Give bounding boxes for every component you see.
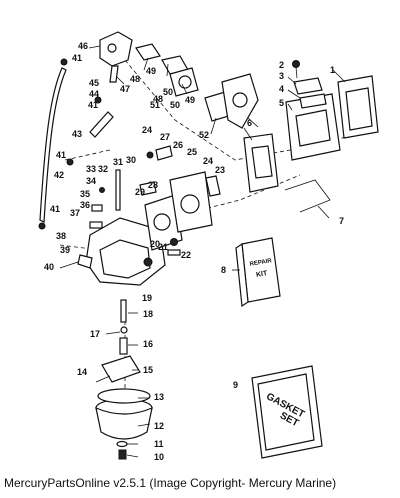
reed-petal-3-4 — [293, 77, 327, 109]
callout-8: 8 — [221, 265, 226, 275]
callout-18: 18 — [143, 309, 153, 319]
callout-41c: 41 — [56, 150, 66, 160]
callout-48b: 48 — [153, 94, 163, 104]
linkage-23 — [205, 175, 221, 197]
callout-17: 17 — [90, 329, 100, 339]
callout-52: 52 — [199, 130, 209, 140]
callout-38: 38 — [56, 231, 66, 241]
callout-6: 6 — [247, 118, 252, 128]
callout-9: 9 — [233, 380, 238, 390]
callout-12: 12 — [154, 421, 164, 431]
throttle-body-29 — [144, 194, 183, 251]
callout-11: 11 — [154, 439, 164, 449]
callout-49b: 49 — [185, 95, 195, 105]
callout-47: 47 — [120, 84, 130, 94]
throttle-screws-20-22 — [167, 238, 181, 256]
callout-29: 29 — [135, 187, 145, 197]
choke-39-40 — [77, 254, 93, 269]
carburetor-body — [85, 217, 166, 286]
gasket-6 — [243, 133, 279, 193]
callout-34: 34 — [86, 176, 96, 186]
callout-24b: 24 — [203, 156, 213, 166]
drain-screw-19 — [143, 257, 153, 267]
callout-13: 13 — [154, 392, 164, 402]
callout-50a: 50 — [163, 87, 173, 97]
main-jet-16-18 — [119, 299, 128, 355]
callout-4: 4 — [279, 84, 284, 94]
callout-28: 28 — [148, 180, 158, 190]
fuel-hose — [39, 67, 67, 223]
reed-plate-1 — [337, 75, 379, 139]
callout-16: 16 — [143, 339, 153, 349]
bracket-26-27 — [146, 145, 173, 161]
callout-7: 7 — [339, 216, 344, 226]
mixture-screws-32-37 — [89, 187, 105, 229]
callout-41a: 41 — [72, 53, 82, 63]
fuel-pump-cover — [99, 31, 133, 83]
callout-50b: 50 — [170, 100, 180, 110]
short-hose — [89, 111, 114, 138]
fuel-pump-gasket-48 — [135, 43, 161, 61]
callout-37: 37 — [70, 208, 80, 218]
callout-20: 20 — [150, 239, 160, 249]
callout-42: 42 — [54, 170, 64, 180]
callout-3: 3 — [279, 71, 284, 81]
callout-22: 22 — [181, 250, 191, 260]
callout-26: 26 — [173, 140, 183, 150]
callout-21: 21 — [158, 242, 168, 252]
needle-valve-30-31 — [115, 169, 121, 211]
adapter-plate-25 — [169, 171, 213, 233]
callout-44: 44 — [89, 89, 99, 99]
screw-2 — [292, 60, 300, 79]
callout-23: 23 — [215, 165, 225, 175]
callout-46: 46 — [78, 41, 88, 51]
callout-2: 2 — [279, 60, 284, 70]
fuel-bowl-12 — [95, 398, 153, 440]
float-pin-14 — [95, 375, 111, 383]
hose-clips — [38, 58, 102, 230]
callout-35: 35 — [80, 189, 90, 199]
callout-27: 27 — [160, 132, 170, 142]
callout-24a: 24 — [142, 125, 152, 135]
callout-40: 40 — [44, 262, 54, 272]
bowl-screw-10-11 — [116, 440, 128, 460]
repair-kit-box: REPAIR KIT — [235, 237, 281, 308]
callout-15: 15 — [143, 365, 153, 375]
callout-30: 30 — [126, 155, 136, 165]
callout-32: 32 — [98, 164, 108, 174]
callout-41b: 41 — [88, 100, 98, 110]
callout-48a: 48 — [130, 74, 140, 84]
callout-31: 31 — [113, 157, 123, 167]
fuel-bowl-float-15 — [101, 355, 141, 383]
reed-block-5 — [285, 93, 341, 161]
callout-19: 19 — [142, 293, 152, 303]
bowl-gasket-13 — [97, 388, 151, 404]
repair-kit-label-1: REPAIR — [249, 258, 273, 268]
lever-28 — [139, 181, 157, 196]
callout-36: 36 — [80, 200, 90, 210]
callout-39: 39 — [60, 245, 70, 255]
callout-10: 10 — [154, 452, 164, 462]
repair-kit-label-2: KIT — [256, 270, 269, 279]
callout-43: 43 — [72, 129, 82, 139]
callout-numbers: 1 2 3 4 5 6 7 8 9 10 11 12 13 14 15 16 1… — [44, 41, 344, 462]
callout-14: 14 — [77, 367, 87, 377]
callout-41d: 41 — [50, 204, 60, 214]
callout-51: 51 — [150, 100, 160, 110]
callout-45: 45 — [89, 78, 99, 88]
link-rod-7 — [284, 179, 331, 213]
callout-33: 33 — [86, 164, 96, 174]
callout-1: 1 — [330, 65, 335, 75]
callout-5: 5 — [279, 98, 284, 108]
leader-lines — [59, 45, 346, 458]
gasket-set-box: GASKET SET — [251, 365, 323, 459]
callout-49a: 49 — [146, 66, 156, 76]
copyright-footer: MercuryPartsOnline v2.5.1 (Image Copyrig… — [4, 476, 337, 490]
callout-25: 25 — [187, 147, 197, 157]
pump-base — [221, 73, 259, 129]
